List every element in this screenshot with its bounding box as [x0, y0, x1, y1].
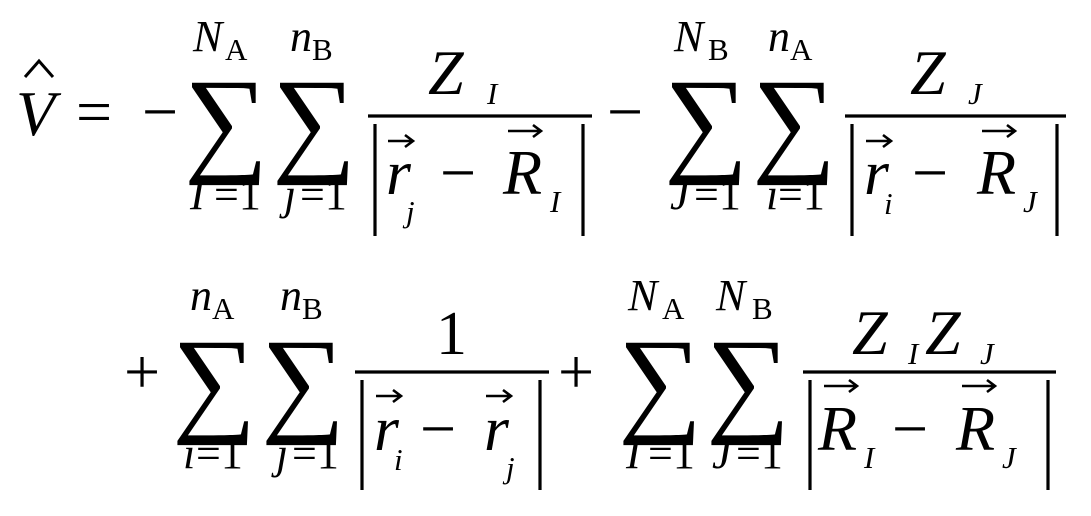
sum-1-lower-I: I: [189, 170, 207, 219]
sum-5-lower-eq: =1: [196, 429, 243, 478]
sum-6-upper-B: B: [302, 291, 323, 326]
frac-3-num-one: 1: [436, 300, 467, 368]
frac-4-num-Z2: Z: [925, 297, 962, 368]
sum-7: N A ∑ I =1: [618, 271, 702, 478]
frac-4-den-sub-J: J: [1002, 440, 1017, 475]
frac-4-den-R2: R: [955, 393, 995, 464]
frac-2-den-minus: −: [912, 137, 948, 208]
sum-4-upper-A: A: [790, 32, 813, 67]
sum-7-upper-N: N: [627, 271, 660, 320]
frac-1-den-sub-I: I: [549, 184, 562, 219]
lhs-v-hat: V: [16, 58, 62, 149]
frac-3-vec-arrow-r1: [376, 388, 404, 404]
frac-4-den-R1: R: [817, 393, 857, 464]
minus-sign-1: −: [142, 76, 178, 147]
frac-1-num-sub-I: I: [486, 76, 499, 111]
frac-2-den-sub-i: i: [884, 186, 893, 221]
sum-4-sigma: ∑: [752, 55, 836, 186]
fraction-2: Z J r i − R J: [845, 37, 1066, 236]
sum-4-lower-eq: =1: [778, 170, 825, 219]
sum-8-lower-eq: =1: [736, 429, 783, 478]
sum-1-lower-eq: =1: [214, 170, 261, 219]
sum-6: n B ∑ j =1: [261, 271, 345, 478]
sum-8-upper-B: B: [752, 291, 773, 326]
frac-3-den-r1: r: [374, 393, 400, 464]
sum-3: N B ∑ J =1: [664, 12, 748, 219]
frac-4-vec-arrow-R1: [824, 378, 860, 394]
frac-1-den-r: r: [386, 137, 412, 208]
fraction-1: Z I r j − R I: [368, 37, 592, 236]
sum-6-lower-j: j: [271, 429, 288, 478]
sum-8-lower-J: J: [712, 429, 734, 478]
frac-1-den-minus: −: [440, 137, 476, 208]
frac-4-num-sub-J: J: [980, 336, 995, 371]
sum-1-sigma: ∑: [184, 55, 268, 186]
sum-5-sigma: ∑: [172, 315, 256, 446]
sum-2: n B ∑ j =1: [272, 12, 356, 219]
fraction-4: Z I Z J R I − R J: [803, 297, 1056, 490]
sum-7-lower-I: I: [625, 429, 643, 478]
frac-2-vec-arrow-r: [866, 133, 894, 149]
frac-2-den-R: R: [976, 137, 1016, 208]
minus-sign-2: −: [607, 76, 643, 147]
sum-7-lower-eq: =1: [648, 429, 695, 478]
frac-3-vec-arrow-r2: [486, 388, 514, 404]
frac-2-num-Z: Z: [910, 37, 947, 108]
sum-1-upper-N: N: [192, 12, 225, 61]
plus-sign-1: +: [124, 336, 160, 407]
frac-2-vec-arrow-R: [982, 123, 1018, 139]
frac-3-den-minus: −: [420, 393, 456, 464]
sum-1-upper-A: A: [225, 32, 248, 67]
frac-4-den-sub-I: I: [863, 440, 876, 475]
sum-5-upper-A: A: [212, 291, 235, 326]
sum-8-sigma: ∑: [706, 315, 790, 446]
frac-1-den-sub-j: j: [402, 194, 415, 229]
frac-3-den-sub-j: j: [502, 450, 515, 485]
sum-7-upper-A: A: [662, 291, 685, 326]
frac-3-den-r2: r: [484, 393, 510, 464]
sum-4: n A ∑ i =1: [752, 12, 836, 219]
lhs-v: V: [16, 78, 62, 149]
sum-6-lower-eq: =1: [292, 429, 339, 478]
sum-8-upper-N: N: [715, 271, 748, 320]
sum-4-upper-n: n: [768, 12, 790, 61]
sum-2-upper-B: B: [312, 32, 333, 67]
sum-2-sigma: ∑: [272, 55, 356, 186]
sum-8: N B ∑ J =1: [706, 271, 790, 478]
sum-5: n A ∑ i =1: [172, 271, 256, 478]
sum-3-lower-eq: =1: [694, 170, 741, 219]
sum-3-sigma: ∑: [664, 55, 748, 186]
frac-4-num-Z1: Z: [852, 297, 889, 368]
sum-2-lower-j: j: [279, 170, 296, 219]
frac-1-num-Z: Z: [428, 37, 465, 108]
fraction-3: 1 r i − r j: [355, 300, 549, 490]
plus-sign-2: +: [558, 336, 594, 407]
frac-4-num-sub-I: I: [907, 336, 920, 371]
frac-4-den-minus: −: [892, 393, 928, 464]
sum-5-upper-n: n: [190, 271, 212, 320]
frac-1-den-R: R: [502, 137, 542, 208]
sum-1: N A ∑ I =1: [184, 12, 268, 219]
equals-sign: =: [76, 76, 112, 147]
frac-4-vec-arrow-R2: [962, 378, 998, 394]
sum-3-upper-N: N: [673, 12, 706, 61]
sum-2-upper-n: n: [290, 12, 312, 61]
sum-3-lower-J: J: [670, 170, 692, 219]
sum-5-lower-i: i: [183, 429, 195, 478]
sum-7-sigma: ∑: [618, 315, 702, 446]
frac-1-vec-arrow-R: [508, 123, 544, 139]
sum-4-lower-i: i: [766, 170, 778, 219]
frac-2-num-sub-J: J: [968, 76, 983, 111]
frac-2-den-sub-J: J: [1023, 184, 1038, 219]
frac-2-den-r: r: [864, 137, 890, 208]
sum-2-lower-eq: =1: [300, 170, 347, 219]
sum-6-sigma: ∑: [261, 315, 345, 446]
frac-1-vec-arrow-r: [388, 133, 416, 149]
sum-6-upper-n: n: [280, 271, 302, 320]
frac-3-den-sub-i: i: [394, 442, 403, 477]
sum-3-upper-B: B: [708, 32, 729, 67]
